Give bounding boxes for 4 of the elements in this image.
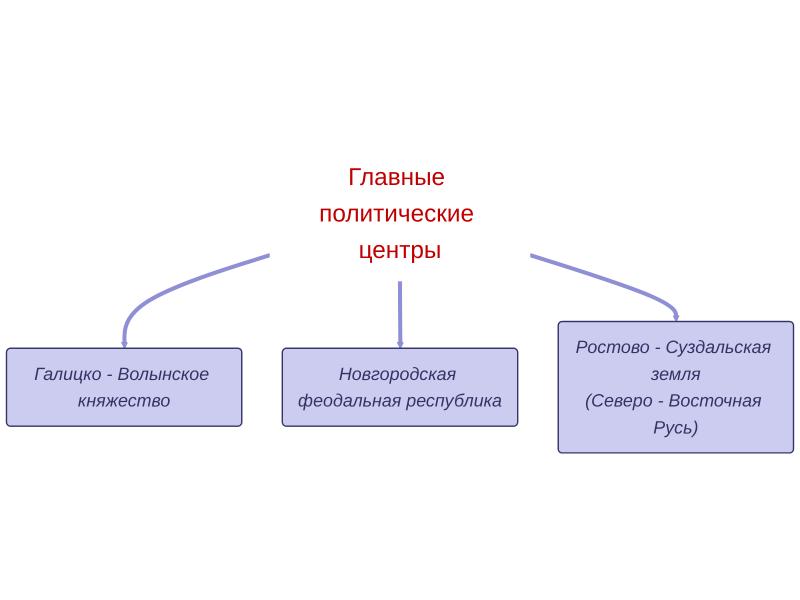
node-text: Главные политические центры [319, 164, 474, 264]
arrow [120, 253, 271, 349]
arrow [529, 253, 680, 322]
arrow [396, 280, 404, 349]
